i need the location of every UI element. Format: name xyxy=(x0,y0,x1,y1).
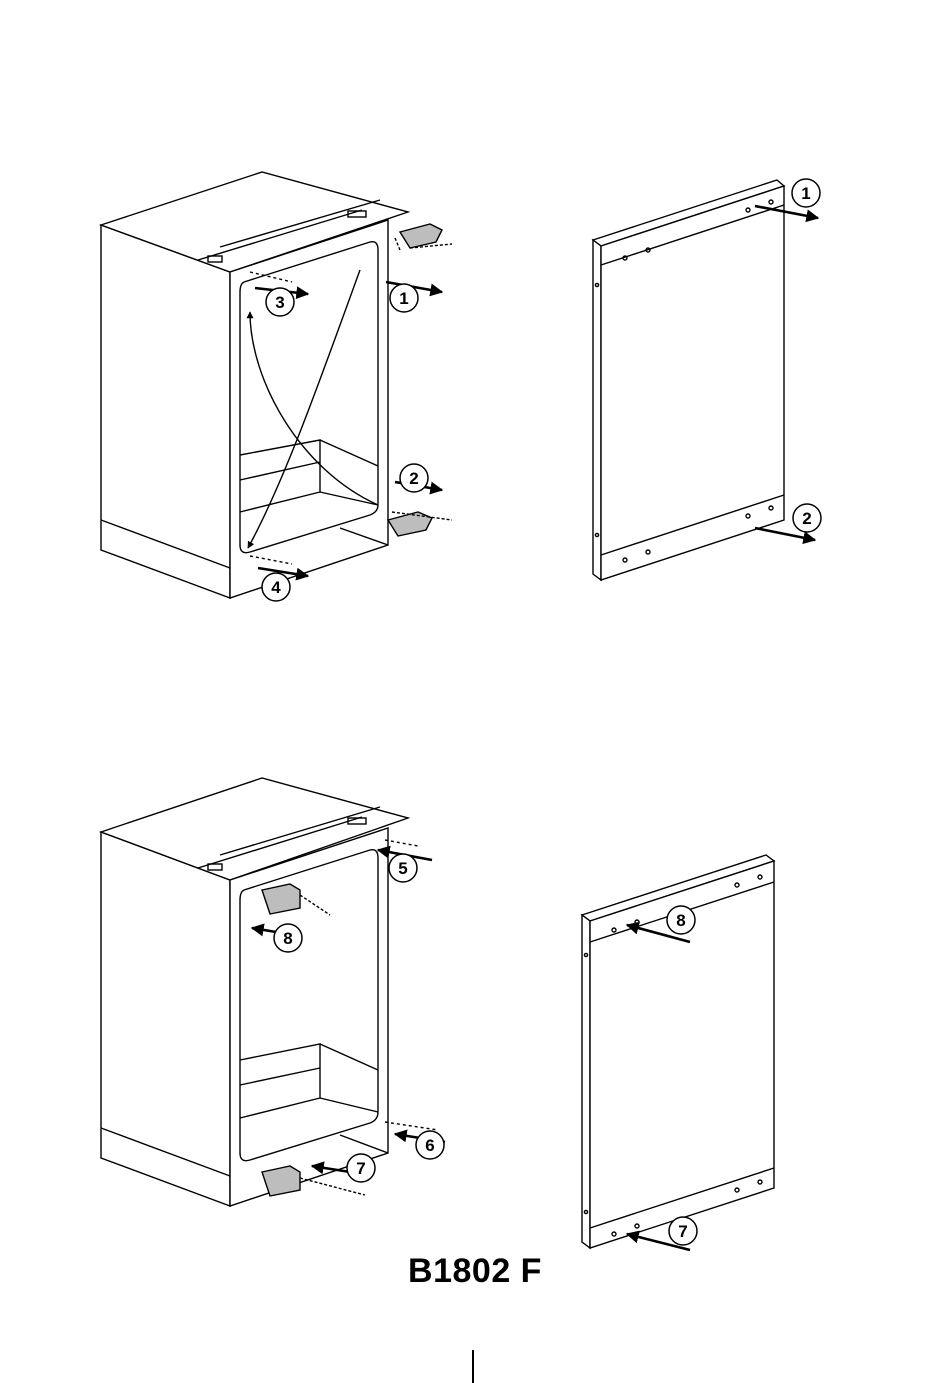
callout-7: 7 xyxy=(678,1222,687,1241)
callout-5: 5 xyxy=(398,859,407,878)
callout-1: 1 xyxy=(399,289,408,308)
top-door-callouts: 1 2 xyxy=(792,179,821,532)
model-label: B1802 F xyxy=(0,1252,950,1291)
callout-8: 8 xyxy=(283,929,292,948)
callout-1: 1 xyxy=(801,184,810,203)
callout-6: 6 xyxy=(425,1136,434,1155)
callout-2: 2 xyxy=(409,469,418,488)
page-divider xyxy=(472,1350,474,1383)
bottom-cabinet xyxy=(101,778,445,1206)
callout-8: 8 xyxy=(676,911,685,930)
callout-4: 4 xyxy=(271,578,281,597)
callout-7: 7 xyxy=(356,1159,365,1178)
top-cabinet xyxy=(101,172,452,598)
top-door xyxy=(593,180,818,580)
callout-2: 2 xyxy=(802,509,811,528)
callout-3: 3 xyxy=(275,293,284,312)
